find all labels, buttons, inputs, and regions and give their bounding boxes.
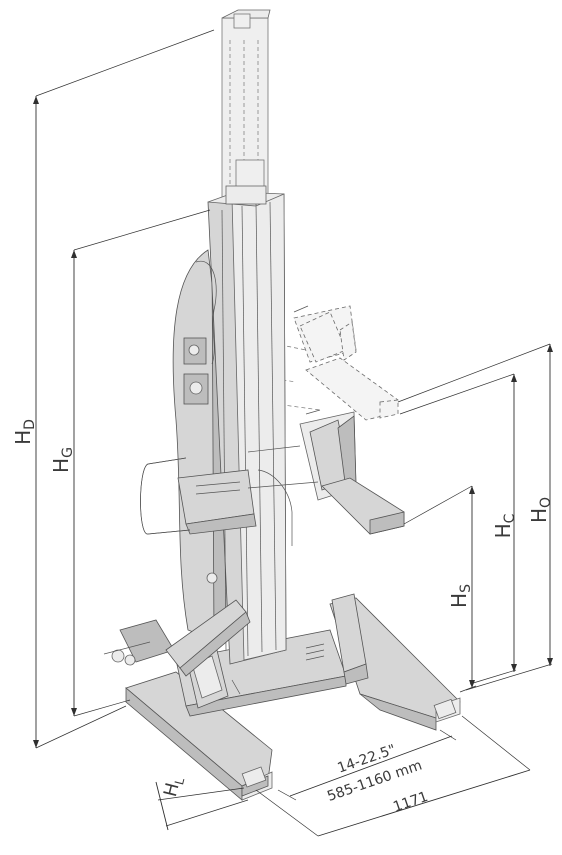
svg-text:HO: HO [527, 497, 554, 523]
overall-width-label: 1171 [391, 789, 430, 816]
raised-position-ghost [221, 9, 399, 421]
svg-text:HL: HL [160, 774, 187, 800]
label-ho: HO [527, 497, 554, 523]
label-hc: HC [491, 513, 518, 538]
lift-base [103, 593, 461, 801]
label-hg: HG [49, 447, 76, 473]
svg-text:HC: HC [491, 513, 518, 538]
fork-arm [247, 409, 405, 546]
label-hd: HD [11, 419, 38, 445]
lift-column [140, 185, 287, 677]
svg-text:HS: HS [447, 584, 474, 608]
label-hl: HL [160, 774, 187, 800]
dimension-lines [33, 29, 553, 837]
label-hs: HS [447, 584, 474, 608]
svg-text:HD: HD [11, 419, 38, 445]
svg-text:HG: HG [49, 447, 76, 473]
